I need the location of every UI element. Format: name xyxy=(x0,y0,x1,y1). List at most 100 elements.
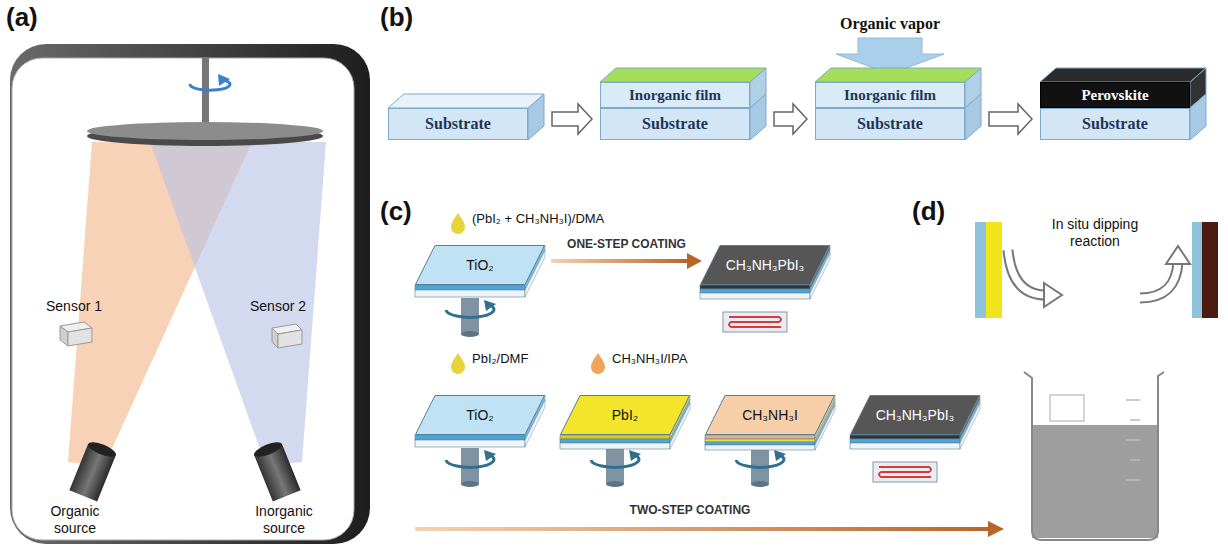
panel-letter: (c) xyxy=(380,196,412,227)
slab-front-layer xyxy=(560,443,670,449)
evaporation-source xyxy=(69,439,117,501)
spin-coater xyxy=(446,448,496,487)
layer-label: Substrate xyxy=(857,116,923,132)
layer-label: CH₃NH₃PbI₃ xyxy=(876,408,955,422)
rotating-substrate-holder xyxy=(202,58,209,130)
evaporation-source xyxy=(252,439,300,501)
curved-arrow xyxy=(1008,246,1190,307)
spin-coater xyxy=(736,448,786,487)
slab-front-layer xyxy=(560,435,670,439)
process-arrow xyxy=(988,521,1004,537)
tio2-substrate: TiO₂ xyxy=(415,395,545,435)
spin-coater xyxy=(446,298,786,487)
beaker xyxy=(1050,395,1084,421)
slab-top-face xyxy=(600,68,766,82)
sensor xyxy=(278,330,302,348)
layer-label: PbI₂ xyxy=(612,408,638,422)
pbi2-film: PbI₂ xyxy=(560,395,690,435)
substrate-layer: Substrate xyxy=(388,108,528,140)
sensor xyxy=(60,326,68,346)
layer-label: Substrate xyxy=(1082,116,1148,132)
source-label: Inorganic source xyxy=(234,503,334,537)
slab-front-layer xyxy=(700,285,810,289)
vapor-label: Organic vapor xyxy=(820,14,960,33)
layer-label: Inorganic film xyxy=(844,88,936,103)
beaker xyxy=(1126,400,1140,480)
substrate-slide xyxy=(1202,222,1218,318)
process-arrow xyxy=(774,104,807,134)
substrate-layer: Substrate xyxy=(1040,108,1190,140)
slab-front-layer xyxy=(560,439,670,443)
process-arrow xyxy=(415,521,1004,537)
substrate-slide xyxy=(986,222,1002,318)
layer-label: TiO₂ xyxy=(466,258,493,272)
solution-label: CH₃NH₃I/IPA xyxy=(612,351,687,367)
layer-label: Substrate xyxy=(642,116,708,132)
perovskite-layer: Perovskite xyxy=(1040,82,1190,108)
process-label: In situ dipping reaction xyxy=(1035,216,1155,250)
evaporation-source xyxy=(252,439,284,460)
solution-drop xyxy=(451,213,465,234)
inorganic-film-layer: Inorganic film xyxy=(600,82,750,108)
substrate-slide xyxy=(1192,222,1202,318)
layer-label: Substrate xyxy=(425,116,491,132)
layer-label: Inorganic film xyxy=(629,88,721,103)
panel-letter: (a) xyxy=(6,2,38,33)
perovskite-film: CH₃NH₃PbI₃ xyxy=(700,245,830,285)
curved-arrow xyxy=(1044,283,1062,307)
inorganic-film-layer: Inorganic film xyxy=(815,82,965,108)
panel-letter: (b) xyxy=(380,2,413,33)
process-arrow xyxy=(551,259,688,263)
slab-front-layer xyxy=(850,439,960,443)
sensor xyxy=(272,328,278,348)
hot-plate xyxy=(723,312,787,332)
process-arrow xyxy=(415,527,990,531)
curved-arrow xyxy=(1008,250,1046,295)
edge-label: ONE-STEP COATING xyxy=(567,237,686,251)
curved-arrow xyxy=(1140,262,1178,298)
hot-plate xyxy=(873,462,937,482)
process-arrow xyxy=(552,104,592,134)
rotating-substrate-holder xyxy=(218,74,230,86)
sensor-label: Sensor 2 xyxy=(250,298,306,315)
source-label: Organic source xyxy=(30,503,120,537)
process-arrow xyxy=(552,104,592,134)
layer-label: CH₃NH₃PbI₃ xyxy=(726,258,805,272)
curved-arrow xyxy=(1166,246,1190,264)
slab-front-layer xyxy=(700,293,810,299)
mai-film: CH₃NH₃I xyxy=(705,395,835,435)
substrate-layer: Substrate xyxy=(815,108,965,140)
substrate-slide xyxy=(975,222,986,318)
process-label: TWO-STEP COATING xyxy=(560,503,820,517)
spin-coater xyxy=(591,448,641,487)
slab-front-layer xyxy=(850,443,960,449)
slab-front-layer xyxy=(705,439,815,442)
tio2-substrate: TiO₂ xyxy=(415,245,545,285)
slab-front-layer xyxy=(705,435,815,439)
sensor xyxy=(60,322,302,348)
slab-side-face xyxy=(750,94,766,140)
sensor xyxy=(68,328,92,346)
vapor-cone xyxy=(68,142,326,466)
spin-coater xyxy=(446,298,496,337)
slab-top-face xyxy=(388,94,544,108)
slab-front-layer xyxy=(705,442,815,445)
curved-arrow xyxy=(1008,250,1046,295)
beaker xyxy=(1024,372,1164,540)
rotating-substrate-holder xyxy=(87,58,323,146)
slab-front-layer xyxy=(415,440,525,447)
slab-front-layer xyxy=(415,290,525,297)
slab-front-layer xyxy=(415,285,525,290)
deposition-chamber xyxy=(12,58,354,540)
slab-side-face xyxy=(965,94,981,140)
slab-front-layer xyxy=(705,445,815,450)
solution-label: PbI₂/DMF xyxy=(472,351,528,367)
layer-label: Perovskite xyxy=(1081,88,1148,103)
rotating-substrate-holder xyxy=(87,122,323,140)
deposition-chamber xyxy=(10,44,370,544)
process-arrow xyxy=(687,253,702,269)
vapor-cone xyxy=(150,142,326,466)
